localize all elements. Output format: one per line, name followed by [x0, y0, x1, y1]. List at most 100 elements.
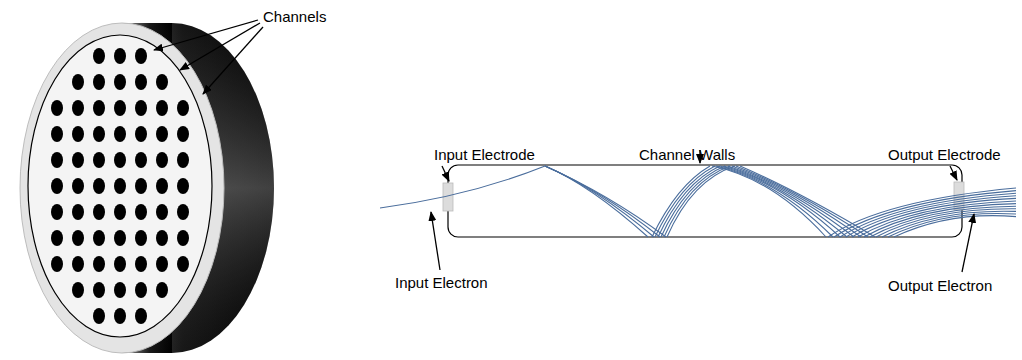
channel-hole [135, 204, 147, 220]
plate-active-area [28, 35, 212, 337]
electron-path [545, 166, 666, 237]
channel-hole [156, 74, 168, 90]
electron-path [720, 166, 840, 237]
channel-hole [156, 152, 168, 168]
channel-hole [135, 48, 147, 64]
channel-hole [135, 74, 147, 90]
channel-hole [135, 230, 147, 246]
part-label: Input Electron [395, 274, 488, 292]
channel-hole [135, 152, 147, 168]
channel-hole [72, 152, 84, 168]
electron-path [740, 166, 875, 237]
channel-hole [114, 126, 126, 142]
channel-hole [114, 282, 126, 298]
channel-hole [51, 178, 63, 194]
channel-hole [93, 126, 105, 142]
channel-hole [114, 74, 126, 90]
electron-path [716, 166, 833, 237]
channel-hole [177, 178, 189, 194]
channel-hole [72, 178, 84, 194]
electron-path [846, 196, 1016, 237]
electron-path [545, 166, 648, 237]
channel-holes [51, 48, 189, 324]
electron-path [858, 201, 1016, 237]
channel-hole [114, 178, 126, 194]
channel-hole [177, 256, 189, 272]
channel-hole [93, 152, 105, 168]
part-label: Output Electron [888, 277, 992, 295]
channel-hole [114, 308, 126, 324]
channel-hole [114, 204, 126, 220]
channel-hole [72, 230, 84, 246]
channel-hole [177, 126, 189, 142]
electron-path [658, 166, 720, 237]
electron-path [840, 193, 1016, 237]
electron-path [732, 166, 861, 237]
channel-hole [156, 178, 168, 194]
channel-hole [156, 204, 168, 220]
channel-hole [72, 100, 84, 116]
electron-path [834, 191, 1016, 237]
channel-hole [72, 74, 84, 90]
channel-tube [448, 165, 962, 237]
electron-path [882, 211, 1016, 237]
leader-arrows [431, 150, 974, 272]
channel-hole [93, 204, 105, 220]
electron-path [724, 166, 847, 237]
channel-hole [156, 230, 168, 246]
electron-path [876, 209, 1016, 237]
channel-hole [135, 282, 147, 298]
channel-hole [51, 126, 63, 142]
electron-path [864, 204, 1016, 237]
channel-hole [156, 126, 168, 142]
channel-hole [72, 256, 84, 272]
channel-hole [114, 100, 126, 116]
electron-trajectories [380, 166, 1016, 237]
leader-arrows [154, 20, 263, 94]
channel-hole [72, 126, 84, 142]
channel-hole [93, 74, 105, 90]
channel-hole [93, 282, 105, 298]
channel-hole [51, 152, 63, 168]
electron-path [828, 188, 1016, 237]
channel-hole [135, 256, 147, 272]
channel-hole [156, 282, 168, 298]
electron-path [728, 166, 854, 237]
electron-path [380, 166, 545, 208]
part-label: Input Electrode [434, 146, 535, 164]
channel-hole [135, 308, 147, 324]
channel-hole [51, 256, 63, 272]
channel-hole [135, 126, 147, 142]
channel-hole [135, 178, 147, 194]
part-label: Channel Walls [639, 146, 735, 164]
channel-hole [114, 230, 126, 246]
channel-hole [177, 152, 189, 168]
electron-path [852, 198, 1016, 237]
channel-hole [156, 256, 168, 272]
channel-hole [177, 100, 189, 116]
channel-hole [114, 256, 126, 272]
channel-hole [177, 204, 189, 220]
channel-hole [177, 230, 189, 246]
channel-hole [72, 282, 84, 298]
channel-hole [93, 178, 105, 194]
plate-face [20, 23, 224, 353]
part-label: Channels [263, 8, 326, 26]
electron-path [667, 166, 735, 237]
channel-hole [93, 48, 105, 64]
channel-hole [93, 100, 105, 116]
electron-path [888, 213, 1016, 237]
channel-hole [114, 48, 126, 64]
channel-hole [114, 152, 126, 168]
electron-path [736, 166, 868, 237]
electron-path [664, 166, 730, 237]
electron-path [870, 206, 1016, 237]
channel-hole [93, 230, 105, 246]
electron-path [894, 216, 1016, 237]
channel-hole [93, 308, 105, 324]
electron-path [661, 166, 725, 237]
channel-hole [51, 230, 63, 246]
channel-hole [156, 100, 168, 116]
electron-path [545, 166, 654, 237]
